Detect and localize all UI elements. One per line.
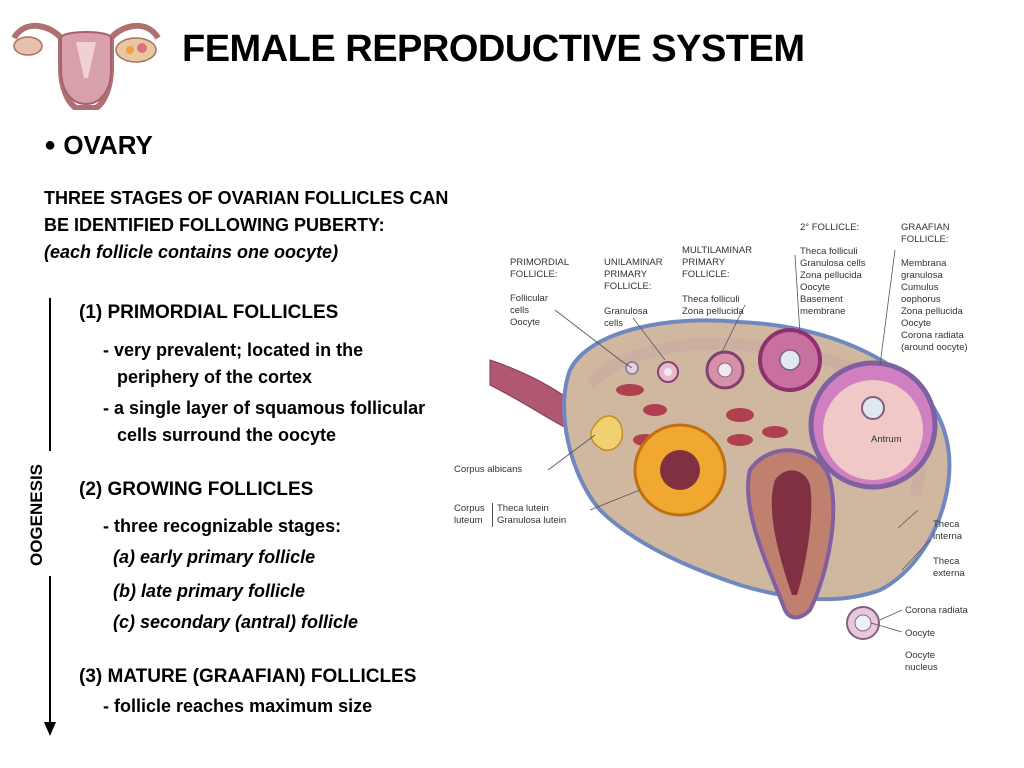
label-line: Basement <box>800 294 843 305</box>
label-line: Corona radiata <box>901 330 964 341</box>
label-line: Granulosa <box>604 306 648 317</box>
label-graafian-follicle: GRAAFIAN FOLLICLE: <box>901 222 950 246</box>
label-line: Theca <box>933 556 960 567</box>
stage-3-title: (3) MATURE (GRAAFIAN) FOLLICLES <box>79 666 417 687</box>
label-graafian-parts: Membrana granulosa Cumulus oophorus Zona… <box>901 258 968 354</box>
label-line: Zona pellucida <box>682 306 744 317</box>
label-corpus-luteum: Corpus luteum <box>454 503 485 527</box>
label-line: FOLLICLE: <box>510 269 558 280</box>
label-line: Granulosa lutein <box>497 515 567 526</box>
label-line: Cumulus <box>901 282 939 293</box>
label-line: externa <box>933 568 965 579</box>
label-line: interna <box>933 531 963 542</box>
label-line: oophorus <box>901 294 941 305</box>
label-line: nucleus <box>905 662 938 673</box>
label-oocyte: Oocyte <box>905 628 936 639</box>
label-secondary-follicle: 2° FOLLICLE: <box>800 222 860 233</box>
section-heading: ● OVARY <box>44 130 153 161</box>
label-line: Oocyte <box>510 317 541 328</box>
ovary-diagram <box>489 249 952 640</box>
label-line: Oocyte <box>901 318 932 329</box>
stage-1-bullet-2-line-2: cells surround the oocyte <box>117 425 337 445</box>
intro-line-1: THREE STAGES OF OVARIAN FOLLICLES CAN <box>44 188 449 208</box>
oogenesis-arrow <box>44 298 56 736</box>
label-line: Theca lutein <box>497 503 549 514</box>
label-follicular-cells: Follicular cells Oocyte <box>510 293 548 329</box>
label-line: Corpus <box>454 503 485 514</box>
label-line: cells <box>510 305 530 316</box>
slide-title: FEMALE REPRODUCTIVE SYSTEM <box>182 28 805 70</box>
stage-2-item-b: (b) late primary follicle <box>113 581 306 601</box>
label-line: granulosa <box>901 270 943 281</box>
label-unilaminar-follicle: UNILAMINAR PRIMARY FOLLICLE: <box>604 257 663 293</box>
label-line: Theca folliculi <box>682 294 740 305</box>
stage-1-bullet-2-line-1: - a single layer of squamous follicular <box>103 398 426 418</box>
label-line: PRIMORDIAL <box>510 257 570 268</box>
label-line: Theca <box>933 519 960 530</box>
label-line: PRIMARY <box>604 269 648 280</box>
label-granulosa-cells-left: Granulosa cells <box>604 306 648 330</box>
intro-line-2: BE IDENTIFIED FOLLOWING PUBERTY: <box>44 215 385 235</box>
label-line: FOLLICLE: <box>901 234 949 245</box>
label-line: UNILAMINAR <box>604 257 663 268</box>
label-oocyte-nucleus: Oocyte nucleus <box>905 650 938 674</box>
label-theca-interna: Theca interna <box>933 519 962 543</box>
label-line: Zona pellucida <box>800 270 862 281</box>
label-antrum: Antrum <box>871 434 902 445</box>
label-line: Membrana <box>901 258 947 269</box>
label-line: FOLLICLE: <box>604 281 652 292</box>
label-corona-radiata: Corona radiata <box>905 605 968 616</box>
uterus-logo-icon <box>11 22 161 110</box>
label-secondary-parts: Theca folliculi Granulosa cells Zona pel… <box>800 246 865 318</box>
bullet-icon: ● <box>44 134 57 156</box>
label-line: PRIMARY <box>682 257 726 268</box>
label-primordial-follicle: PRIMORDIAL FOLLICLE: <box>510 257 569 281</box>
label-line: MULTILAMINAR <box>682 245 753 256</box>
label-line: FOLLICLE: <box>682 269 730 280</box>
stage-3-bullet-1: - follicle reaches maximum size <box>103 696 373 716</box>
stage-2-bullet-1: - three recognizable stages: <box>103 516 342 536</box>
label-line: (around oocyte) <box>901 342 968 353</box>
intro-note: (each follicle contains one oocyte) <box>44 242 339 262</box>
label-line: Zona pellucida <box>901 306 963 317</box>
label-corpus-albicans: Corpus albicans <box>454 464 523 475</box>
label-line: luteum <box>454 515 483 526</box>
label-line: Granulosa cells <box>800 258 866 269</box>
label-line: cells <box>604 318 624 329</box>
stage-1-bullet-1-line-1: - very prevalent; located in the <box>103 340 364 360</box>
label-multilaminar-follicle: MULTILAMINAR PRIMARY FOLLICLE: <box>682 245 752 281</box>
oogenesis-label: OOGENESIS <box>27 463 46 567</box>
label-line: GRAAFIAN <box>901 222 950 233</box>
label-luteum-parts: Theca lutein Granulosa lutein <box>492 503 566 527</box>
stage-2-item-a: (a) early primary follicle <box>113 547 316 567</box>
label-line: Oocyte <box>800 282 831 293</box>
label-theca-externa: Theca externa <box>933 556 965 580</box>
stage-1-bullet-1-line-2: periphery of the cortex <box>117 367 313 387</box>
heading-text: OVARY <box>63 130 153 160</box>
label-line: Oocyte <box>905 650 936 661</box>
label-theca-zona: Theca folliculi Zona pellucida <box>682 294 744 318</box>
stage-2-title: (2) GROWING FOLLICLES <box>79 479 314 500</box>
label-line: Theca folliculi <box>800 246 858 257</box>
label-line: membrane <box>800 306 846 317</box>
label-line: Follicular <box>510 293 549 304</box>
stage-1-title: (1) PRIMORDIAL FOLLICLES <box>79 302 339 323</box>
stage-2-item-c: (c) secondary (antral) follicle <box>113 612 359 632</box>
